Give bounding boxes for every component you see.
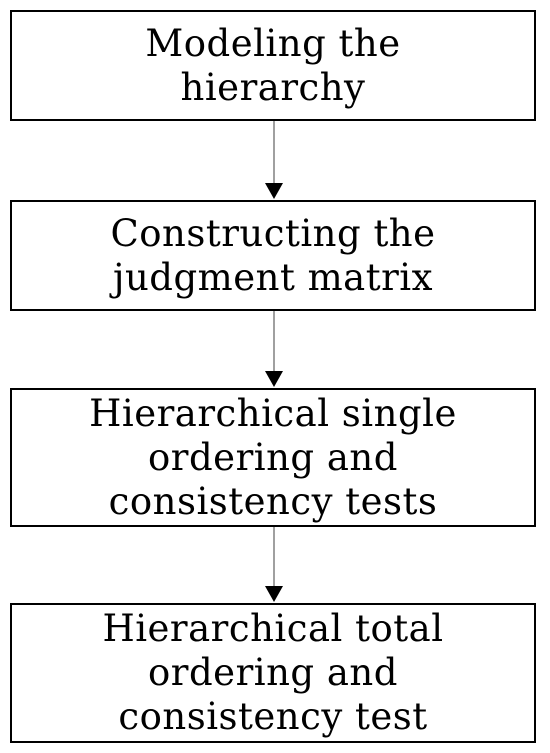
step-text-line: Constructing the — [110, 211, 436, 255]
step-box-modeling-hierarchy: Modeling the hierarchy — [10, 10, 536, 121]
step-text-line: consistency test — [118, 695, 428, 738]
step-text-line: ordering and — [148, 435, 398, 479]
step-text-line: Hierarchical single — [89, 391, 457, 435]
arrowhead-icon — [265, 371, 283, 387]
step-text-line: hierarchy — [180, 65, 366, 109]
step-box-judgment-matrix: Constructing the judgment matrix — [10, 200, 536, 311]
step-box-total-ordering: Hierarchical total ordering and consiste… — [10, 603, 536, 743]
step-box-single-ordering: Hierarchical single ordering and consist… — [10, 388, 536, 527]
arrowhead-icon — [265, 183, 283, 199]
step-text-line: ordering and — [148, 651, 398, 694]
step-text-line: consistency tests — [108, 479, 438, 523]
step-text-line: Hierarchical total — [102, 607, 444, 650]
step-text-line: Modeling the — [145, 21, 401, 65]
arrowhead-icon — [265, 586, 283, 602]
step-text-line: judgment matrix — [112, 255, 433, 299]
